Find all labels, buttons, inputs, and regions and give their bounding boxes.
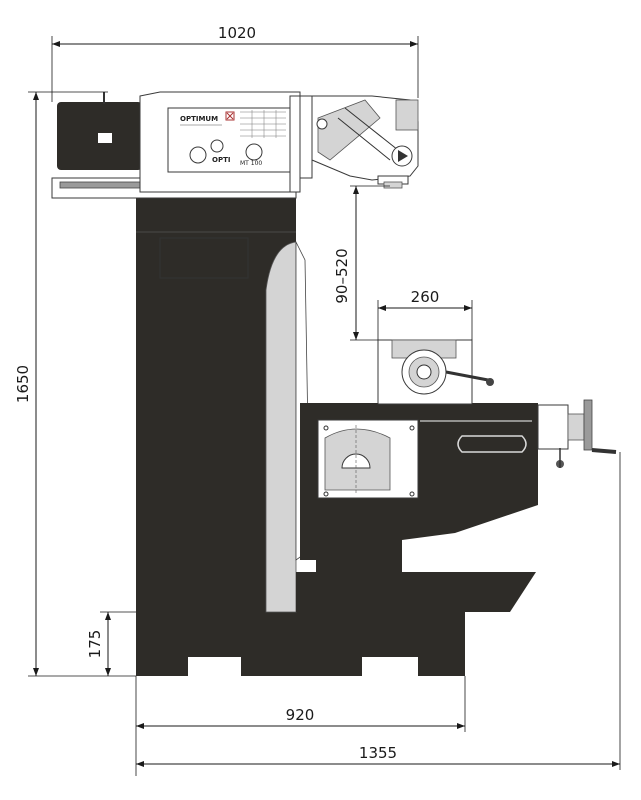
dim-260-label: 260 <box>411 288 440 306</box>
dim-1650-label: 1650 <box>14 365 32 403</box>
model-logo-label: OPTI <box>212 156 230 164</box>
dim-1020-label: 1020 <box>218 24 256 42</box>
speed-dial-icon <box>189 146 207 164</box>
dimension-overall-height: 1650 <box>14 91 136 677</box>
dimension-base-width: 920 <box>135 676 466 776</box>
dimension-table-width: 260 <box>377 288 473 340</box>
dimension-spindle-to-table: 90–520 <box>333 185 390 341</box>
dim-920-label: 920 <box>286 706 315 724</box>
dimension-overall-width-top: 1020 <box>51 24 419 102</box>
dim-1355-label: 1355 <box>359 744 397 762</box>
dimension-overall-depth: 1355 <box>136 452 621 770</box>
feed-dial-icon <box>245 143 263 161</box>
brand-label: OPTIMUM <box>180 115 218 123</box>
milling-head: OPTIMUM OPTI MT 100 <box>51 91 419 199</box>
model-suffix-label: MT 100 <box>240 160 262 167</box>
machine-body <box>136 192 617 676</box>
dim-175-label: 175 <box>86 630 104 659</box>
dimension-base-height: 175 <box>86 611 136 676</box>
dim-90-520-label: 90–520 <box>333 248 351 303</box>
